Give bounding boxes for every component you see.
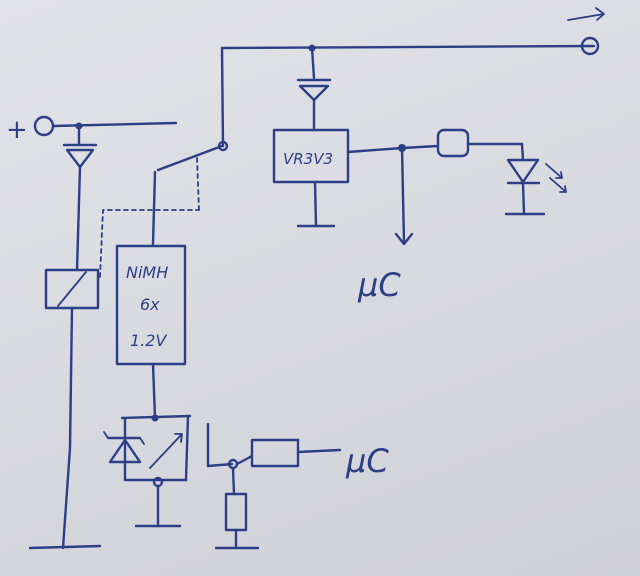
pulldown-wire-top — [231, 466, 236, 496]
battery-label-line1: NiMH — [126, 263, 168, 282]
left-ground-bar — [28, 544, 102, 550]
battery-label-line3: 1.2V — [130, 331, 167, 350]
zener-bar-bends — [103, 431, 145, 445]
led-feed-wire — [466, 142, 525, 162]
switch-to-battery-wire — [151, 170, 157, 246]
battery-lower-wire — [151, 362, 157, 420]
led-ground-wire — [521, 181, 526, 216]
supply-rail-wire — [51, 121, 178, 128]
regulator-diode-lead-top — [310, 46, 316, 80]
led-series-wire — [400, 144, 440, 150]
lower-block-right-wire — [184, 414, 190, 482]
lower-block-top-rail — [120, 414, 192, 420]
output-terminal — [580, 36, 600, 56]
sense-to-resistor-wire — [235, 454, 254, 466]
top-output-wire — [220, 44, 596, 148]
plus-label: + — [6, 115, 28, 145]
resistor-to-mc-wire — [296, 448, 342, 454]
adjust-arrow-icon — [149, 433, 183, 469]
mc-label-bottom: μC — [345, 442, 389, 480]
mc-supply-wire — [400, 146, 406, 244]
regulator-diode-triangle — [298, 84, 330, 102]
regulator-ground-wire — [313, 180, 318, 228]
regulator-label: VR3V3 — [283, 150, 333, 168]
sense-bracket — [206, 422, 234, 468]
mc-label-top: μC — [357, 266, 401, 304]
switch-lever — [156, 144, 224, 172]
switch-mechanical-link-dashed — [196, 157, 200, 211]
battery-pack — [115, 244, 187, 366]
left-vertical-wire-lower — [61, 306, 74, 550]
pulldown-resistor — [224, 492, 248, 532]
battery-label-line2: 6x — [140, 295, 160, 314]
led-resistor — [436, 128, 470, 158]
relay-coil-slash — [57, 271, 87, 307]
zener-triangle — [108, 438, 142, 464]
voltage-regulator — [272, 128, 350, 184]
input-diode-triangle — [65, 148, 95, 169]
series-resistor — [250, 438, 300, 468]
led-light-arrows-icon — [545, 163, 567, 193]
regulator-output-wire — [346, 146, 404, 154]
output-arrow-icon — [567, 7, 605, 21]
led-triangle — [506, 158, 540, 184]
left-vertical-wire-upper — [75, 165, 82, 272]
supply-input-terminal — [33, 115, 55, 137]
relay-mechanical-link-dashed — [99, 209, 199, 278]
mc-supply-arrow-icon — [394, 232, 414, 246]
